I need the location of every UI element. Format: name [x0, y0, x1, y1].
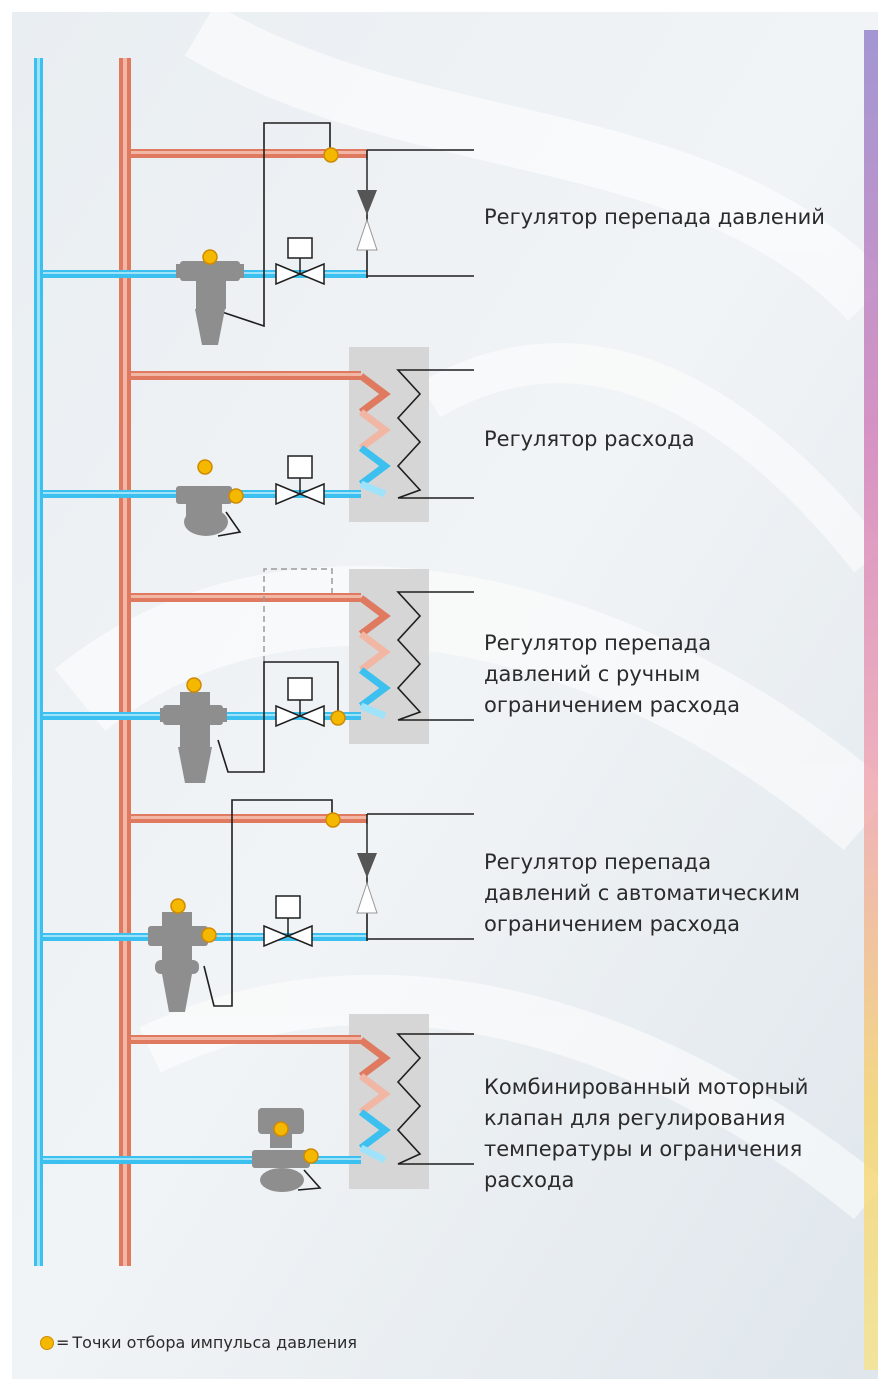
label-line: Регулятор перепада: [484, 850, 712, 874]
label-line: Регулятор перепада: [484, 631, 712, 655]
label-line: давлений с ручным: [484, 662, 701, 686]
branch-4-label: Регулятор перепада давлений с автоматиче…: [484, 847, 864, 940]
pressure-regulator-icon: [160, 692, 227, 783]
impulse-point: [325, 812, 341, 828]
heat-exchanger-icon: [358, 1033, 474, 1165]
combined-motor-valve-icon: [252, 1108, 310, 1192]
balancing-valve-icon: [356, 824, 378, 914]
heat-exchanger-icon: [358, 591, 474, 721]
legend-text: Точки отбора импульса давления: [72, 1333, 357, 1352]
branch-5-label: Комбинированный моторный клапан для регу…: [484, 1072, 864, 1196]
motor-valve-icon: [275, 455, 325, 506]
impulse-point: [303, 1148, 319, 1164]
impulse-point: [323, 147, 339, 163]
branch-4-diagram: [43, 799, 474, 1012]
supply-riser-highlight: [123, 58, 127, 1266]
pressure-regulator-icon: [176, 261, 244, 345]
balancing-valve-icon: [356, 160, 378, 251]
motor-valve-icon: [275, 677, 325, 728]
label-line: температуры и ограничения: [484, 1137, 803, 1161]
impulse-point-icon: [40, 1335, 54, 1350]
label-line: клапан для регулирования: [484, 1106, 786, 1130]
return-riser-highlight: [37, 58, 40, 1266]
impulse-point: [201, 927, 217, 943]
impulse-point: [197, 459, 213, 475]
motor-valve-icon: [275, 237, 325, 286]
branch-3-diagram: [43, 568, 474, 783]
label-line: расхода: [484, 1168, 575, 1192]
branch-1-label: Регулятор перепада давлений: [484, 202, 864, 233]
color-stripe: [864, 30, 878, 1370]
impulse-point: [330, 710, 346, 726]
label-line: ограничением расхода: [484, 912, 741, 936]
legend-symbol: =: [56, 1333, 70, 1352]
branch-2-label: Регулятор расхода: [484, 424, 864, 455]
label-line: Регулятор перепада давлений: [484, 205, 825, 229]
branch-2-diagram: [43, 347, 474, 537]
impulse-point: [186, 677, 202, 693]
impulse-point: [202, 249, 218, 265]
background-swirls: [54, 4, 890, 1220]
label-line: Регулятор расхода: [484, 427, 695, 451]
pressure-regulator-icon: [148, 912, 208, 1012]
branch-3-label: Регулятор перепада давлений с ручным огр…: [484, 628, 864, 721]
label-line: давлений с автоматическим: [484, 881, 800, 905]
label-line: Комбинированный моторный: [484, 1075, 809, 1099]
impulse-point: [170, 898, 186, 914]
flow-regulator-icon: [176, 486, 232, 536]
heat-exchanger-icon: [358, 369, 474, 499]
branch-5-diagram: [43, 1014, 474, 1192]
motor-valve-icon: [263, 895, 313, 948]
branch-1-diagram: [43, 122, 474, 345]
impulse-point: [228, 488, 244, 504]
label-line: ограничением расхода: [484, 693, 741, 717]
impulse-point: [273, 1121, 289, 1137]
legend: = Точки отбора импульса давления: [40, 1333, 357, 1352]
